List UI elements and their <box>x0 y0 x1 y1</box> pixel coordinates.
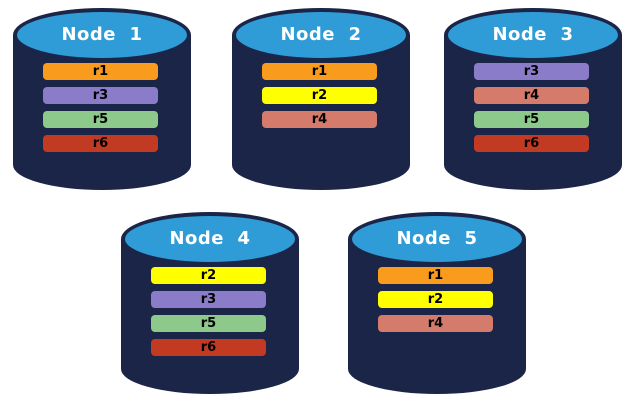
replica-label: r4 <box>427 316 444 331</box>
replica-list: r1 r2 r4 <box>378 267 493 339</box>
replica-bar-r1: r1 <box>378 267 493 284</box>
replica-label: r5 <box>92 112 109 127</box>
replica-label: r1 <box>92 64 109 79</box>
replica-label: r2 <box>427 292 444 307</box>
replica-label: r6 <box>92 136 109 151</box>
cylinder-top-ellipse: Node 3 <box>444 8 622 62</box>
replica-label: r3 <box>523 64 540 79</box>
cylinder-top-ellipse: Node 4 <box>121 212 299 266</box>
node-title: Node 1 <box>61 23 143 45</box>
replica-bar-r3: r3 <box>43 87 158 104</box>
replica-bar-r6: r6 <box>43 135 158 152</box>
cylinder-top-ellipse: Node 5 <box>348 212 526 266</box>
replica-bar-r5: r5 <box>43 111 158 128</box>
replica-label: r5 <box>523 112 540 127</box>
replica-list: r1 r3 r5 r6 <box>43 63 158 159</box>
replica-bar-r5: r5 <box>474 111 589 128</box>
replica-label: r4 <box>311 112 328 127</box>
node-2: Node 2 r1 r2 r4 <box>232 8 410 190</box>
node-5: Node 5 r1 r2 r4 <box>348 212 526 394</box>
replica-label: r6 <box>200 340 217 355</box>
node-title: Node 3 <box>492 23 574 45</box>
replica-label: r3 <box>200 292 217 307</box>
replica-bar-r2: r2 <box>378 291 493 308</box>
replica-bar-r1: r1 <box>43 63 158 80</box>
replica-label: r1 <box>427 268 444 283</box>
node-title: Node 4 <box>169 227 251 249</box>
replica-bar-r1: r1 <box>262 63 377 80</box>
replica-bar-r4: r4 <box>474 87 589 104</box>
replica-bar-r6: r6 <box>474 135 589 152</box>
replica-bar-r2: r2 <box>262 87 377 104</box>
replica-bar-r6: r6 <box>151 339 266 356</box>
replica-label: r3 <box>92 88 109 103</box>
node-4: Node 4 r2 r3 r5 r6 <box>121 212 299 394</box>
replica-bar-r5: r5 <box>151 315 266 332</box>
cylinder-top-ellipse: Node 2 <box>232 8 410 62</box>
replica-bar-r3: r3 <box>474 63 589 80</box>
node-1: Node 1 r1 r3 r5 r6 <box>13 8 191 190</box>
cylinder-top-ellipse: Node 1 <box>13 8 191 62</box>
replica-label: r2 <box>311 88 328 103</box>
replica-bar-r4: r4 <box>378 315 493 332</box>
replica-label: r6 <box>523 136 540 151</box>
replica-label: r4 <box>523 88 540 103</box>
replica-label: r1 <box>311 64 328 79</box>
replica-list: r1 r2 r4 <box>262 63 377 135</box>
replica-label: r5 <box>200 316 217 331</box>
replica-label: r2 <box>200 268 217 283</box>
replica-list: r2 r3 r5 r6 <box>151 267 266 363</box>
node-3: Node 3 r3 r4 r5 r6 <box>444 8 622 190</box>
node-title: Node 5 <box>396 227 478 249</box>
replica-bar-r3: r3 <box>151 291 266 308</box>
replica-bar-r4: r4 <box>262 111 377 128</box>
replica-list: r3 r4 r5 r6 <box>474 63 589 159</box>
node-title: Node 2 <box>280 23 362 45</box>
replica-bar-r2: r2 <box>151 267 266 284</box>
